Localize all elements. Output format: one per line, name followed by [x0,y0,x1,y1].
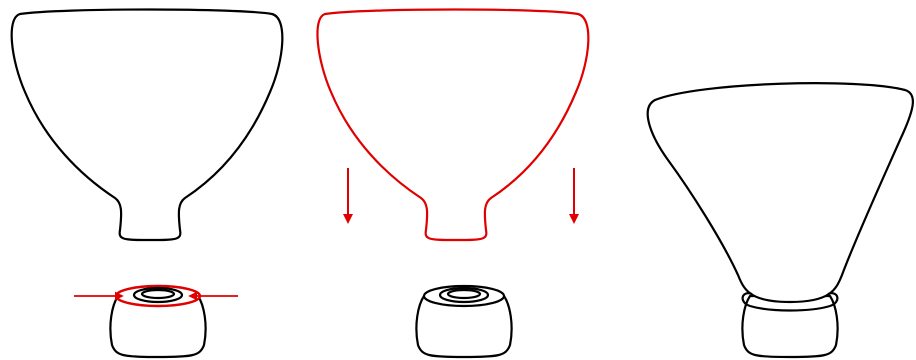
step-3-group [646,82,914,359]
step-2-cap [316,8,590,242]
step-2-base [415,284,513,359]
step-3-base-body [741,294,839,359]
step-1-cap [10,8,284,242]
step-2-base-body [415,294,513,359]
step-1-group [10,8,284,359]
step-2-group [316,8,590,359]
step-3-stem-bulge [741,292,839,312]
step-1-base-body [109,294,207,359]
step-3-cap [646,82,914,304]
step-1-base-rim-inner [140,288,176,300]
step-1-base [74,284,238,359]
step-2-base-rim-inner [446,288,482,300]
